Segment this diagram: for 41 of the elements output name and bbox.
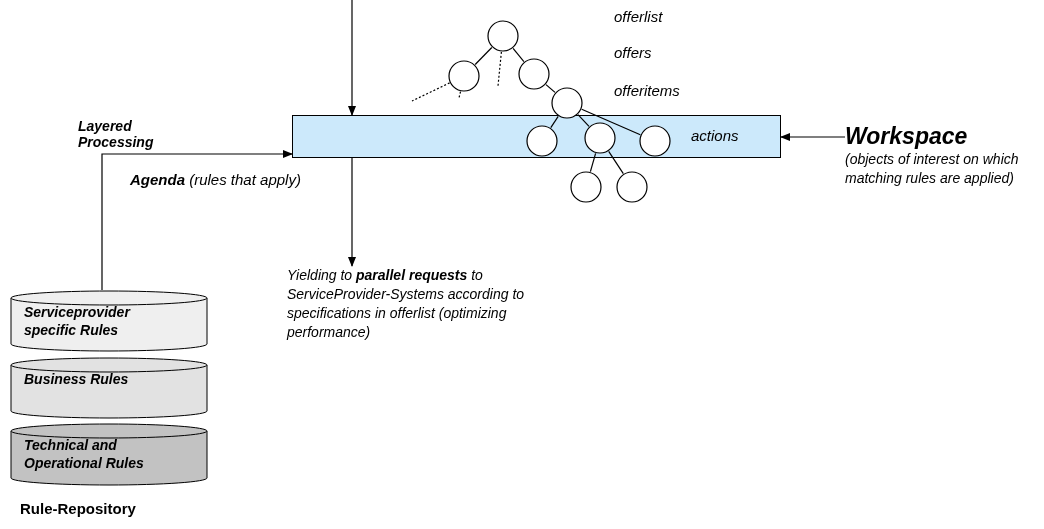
arrow: [101, 150, 293, 291]
connector-line: [589, 152, 597, 173]
dotted-line: [497, 51, 502, 87]
tree-node-circle: [616, 171, 648, 203]
dotted-line: [411, 82, 451, 102]
connector-line: [545, 84, 556, 93]
level-label: offeritems: [614, 82, 680, 99]
connector-line: [577, 114, 590, 127]
database-cylinder: [10, 290, 208, 352]
workspace-heading: Workspace: [845, 122, 969, 150]
workspace-description: (objects of interest on which matching rules are applied): [845, 150, 1020, 188]
database-cylinder: [10, 423, 208, 486]
tree-node-circle: [518, 58, 550, 90]
cylinder-label: Serviceprovider specific Rules: [24, 303, 132, 339]
level-label: actions: [691, 127, 739, 144]
workspace-band: [292, 115, 781, 158]
tree-node-circle: [570, 171, 602, 203]
repository-label: Rule-Repository: [20, 500, 136, 517]
tree-node-circle: [487, 20, 519, 52]
arrow: [348, 157, 356, 267]
connector-line: [581, 108, 641, 136]
cylinder-label: Business Rules: [24, 370, 130, 388]
arrow: [780, 133, 846, 141]
tree-node-circle: [584, 122, 616, 154]
connector-line: [474, 46, 493, 66]
tree-node-circle: [526, 125, 558, 157]
database-cylinder: [10, 357, 208, 419]
process-label: Layered Processing: [78, 118, 155, 150]
connector-line: [608, 150, 624, 175]
connector-line: [512, 47, 525, 63]
cylinder-label: Technical and Operational Rules: [24, 436, 145, 472]
tree-node-circle: [639, 125, 671, 157]
arrow: [348, 0, 356, 116]
agenda-label: Agenda (rules that apply): [130, 170, 302, 190]
level-label: offerlist: [614, 8, 663, 25]
tree-node-circle: [551, 87, 583, 119]
output-note: Yielding to parallel requests to ServiceProvider-Systems according to specifications in offerlist (optimizing performance): [287, 266, 577, 342]
connector-line: [550, 115, 559, 129]
tree-node-circle: [448, 60, 480, 92]
dotted-line: [458, 91, 462, 99]
level-label: offers: [614, 44, 652, 61]
